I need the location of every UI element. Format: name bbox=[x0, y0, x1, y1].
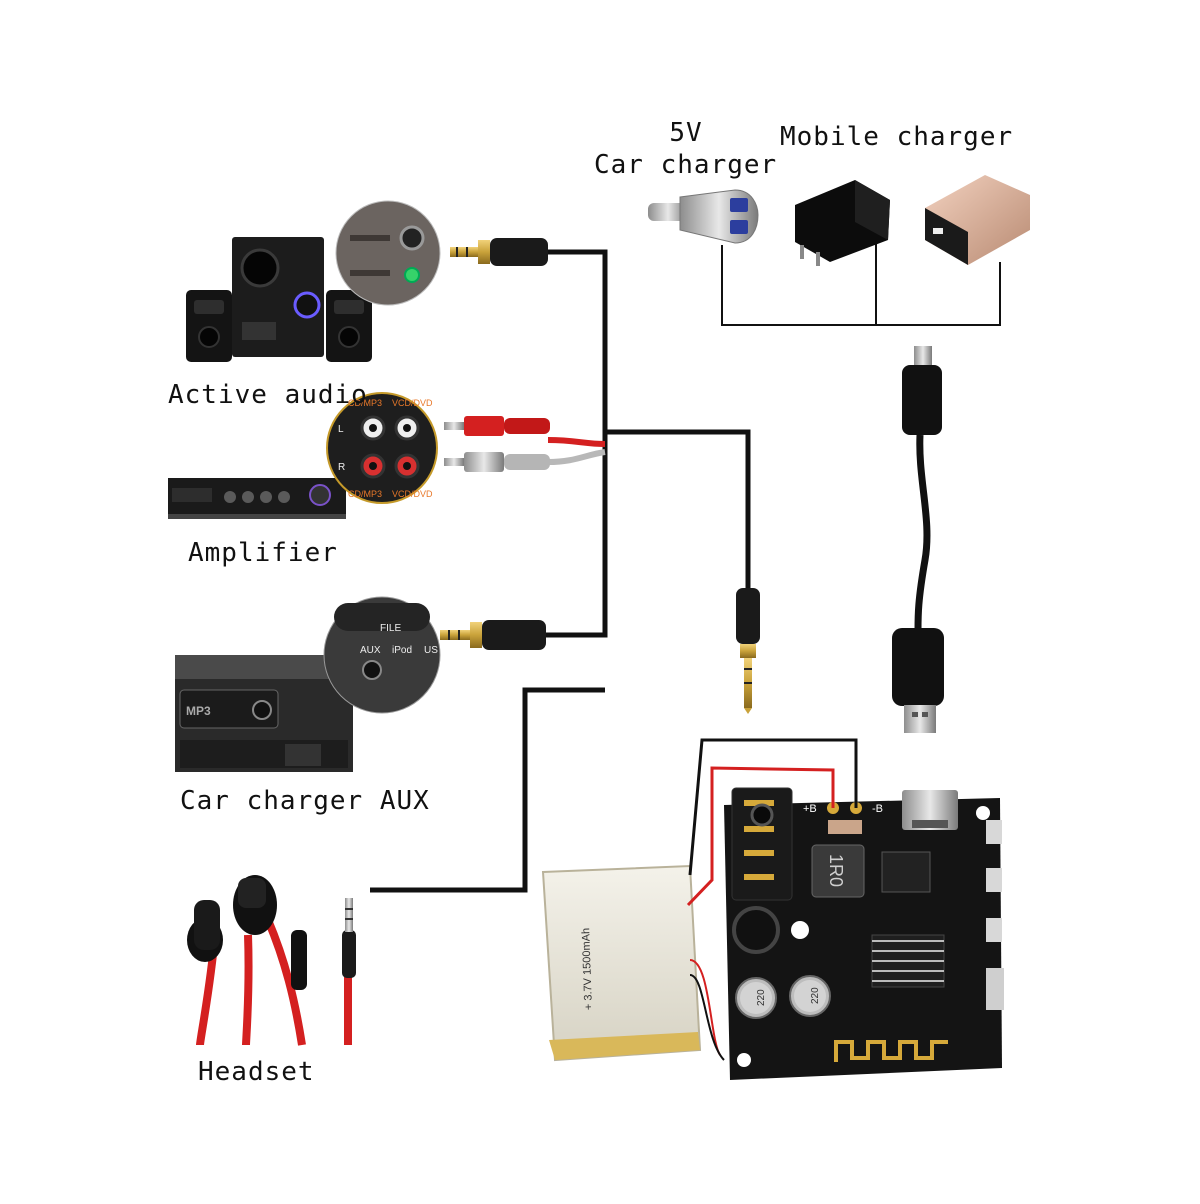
five-volt-label: 5V bbox=[669, 118, 703, 148]
plus-b-label: +B bbox=[803, 803, 817, 815]
lipo-battery: + 3.7V 1500mAh bbox=[541, 864, 725, 1062]
car-charger bbox=[648, 189, 759, 244]
inductor-label: 1R0 bbox=[826, 854, 846, 887]
micro-usb-cable bbox=[892, 346, 944, 733]
file-label: FILE bbox=[380, 623, 401, 634]
headset-label: Headset bbox=[198, 1057, 315, 1087]
charger-wires bbox=[721, 240, 1001, 326]
power-bank bbox=[925, 175, 1030, 265]
active-audio-speakers bbox=[186, 200, 441, 362]
aux-plug-car bbox=[440, 620, 546, 650]
battery-leads bbox=[686, 738, 858, 907]
vcd-dvd-label-bottom: VCD/DVD bbox=[392, 489, 433, 499]
cd-mp3-label-bottom: CD/MP3 bbox=[348, 489, 382, 499]
ipod-port-label: iPod bbox=[392, 645, 412, 656]
capacitor-1-label: 220 bbox=[756, 989, 767, 1006]
usb-port-label: US bbox=[424, 645, 438, 656]
left-channel-label: L bbox=[338, 424, 344, 435]
aux-port-label: AUX bbox=[360, 645, 381, 656]
rca-plugs bbox=[444, 416, 606, 472]
bluetooth-pcb: +B -B 1R0 220 220 bbox=[724, 787, 1004, 1080]
active-audio-label: Active audio bbox=[168, 380, 368, 410]
minus-b-label: -B bbox=[872, 803, 883, 815]
cd-mp3-label-top: CD/MP3 bbox=[348, 398, 382, 408]
vcd-dvd-label-top: VCD/DVD bbox=[392, 398, 433, 408]
mobile-charger-label: Mobile charger bbox=[780, 122, 1014, 152]
svg-text:+ 3.7V 1500mAh: + 3.7V 1500mAh bbox=[580, 928, 595, 1011]
aux-plug-vertical bbox=[736, 588, 760, 714]
car-charger-aux-label: Car charger AUX bbox=[180, 786, 430, 816]
car-charger-label: Car charger bbox=[594, 150, 778, 180]
car-stereo-aux: MP3 FILE AUX iPod US bbox=[175, 596, 441, 772]
aux-plug-active-audio bbox=[450, 238, 548, 266]
capacitor-2-label: 220 bbox=[810, 987, 821, 1004]
amplifier: CD/MP3 VCD/DVD L R CD/MP3 VCD/DVD bbox=[168, 392, 438, 519]
mobile-charger bbox=[795, 180, 890, 266]
svg-text:MP3: MP3 bbox=[186, 704, 211, 718]
right-channel-label: R bbox=[338, 462, 345, 473]
amplifier-label: Amplifier bbox=[188, 538, 338, 568]
headset bbox=[187, 875, 356, 1046]
